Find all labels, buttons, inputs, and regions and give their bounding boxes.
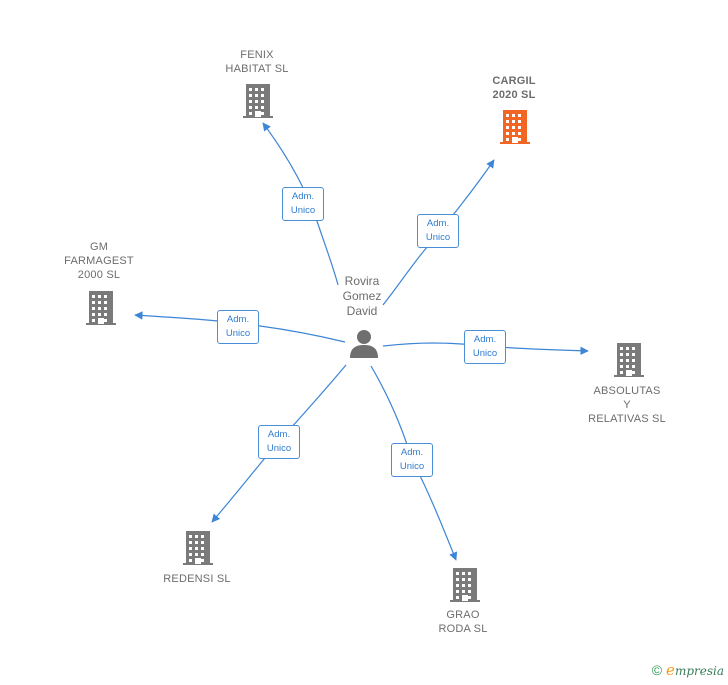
brand-footer[interactable]: ©empresia [652,661,724,679]
role-badge-line2: Unico [425,232,451,243]
company-name-gm-farmagest[interactable]: GM FARMAGEST 2000 SL [64,241,134,281]
building-icon[interactable] [500,110,530,149]
role-badge-line2: Unico [399,461,425,472]
building-icon[interactable] [86,291,116,330]
company-name-absolutas[interactable]: ABSOLUTAS Y RELATIVAS SL [588,385,666,425]
connector-line [317,223,339,286]
role-badge-fenix[interactable]: Adm. Unico [282,187,324,221]
company-name-cargil[interactable]: CARGIL 2020 SL [492,75,536,101]
building-icon[interactable] [450,568,480,607]
role-badge-line1: Adm. [291,191,315,202]
role-badge-redensi[interactable]: Adm. Unico [258,425,300,459]
role-badge-absolutas[interactable]: Adm. Unico [464,330,506,364]
brand-logo-initial: e [666,661,675,679]
role-badge-gm-farmagest[interactable]: Adm. Unico [217,310,259,344]
person-icon[interactable] [349,328,379,358]
role-badge-line2: Unico [266,443,292,454]
building-icon[interactable] [183,531,213,570]
building-icon[interactable] [614,343,644,382]
company-name-grao[interactable]: GRAO RODA SL [438,609,488,635]
copyright-icon: © [651,662,663,678]
person-name[interactable]: Rovira Gomez David [342,274,382,318]
role-badge-line2: Unico [290,205,316,216]
connector-line [382,251,424,306]
role-badge-line1: Adm. [473,334,497,345]
brand-logo-text: mpresia [674,664,724,678]
role-badge-line2: Unico [472,348,498,359]
role-badge-line1: Adm. [426,218,450,229]
role-badge-cargil[interactable]: Adm. Unico [417,214,459,248]
role-badge-line1: Adm. [267,429,291,440]
company-name-redensi[interactable]: REDENSI SL [163,573,231,585]
role-badge-line1: Adm. [400,447,424,458]
role-badge-line2: Unico [225,328,251,339]
role-badge-grao[interactable]: Adm. Unico [391,443,433,477]
connector-line [259,325,346,343]
company-name-fenix[interactable]: FENIX HABITAT SL [225,49,289,75]
role-badge-line1: Adm. [226,314,250,325]
building-icon[interactable] [243,84,273,123]
